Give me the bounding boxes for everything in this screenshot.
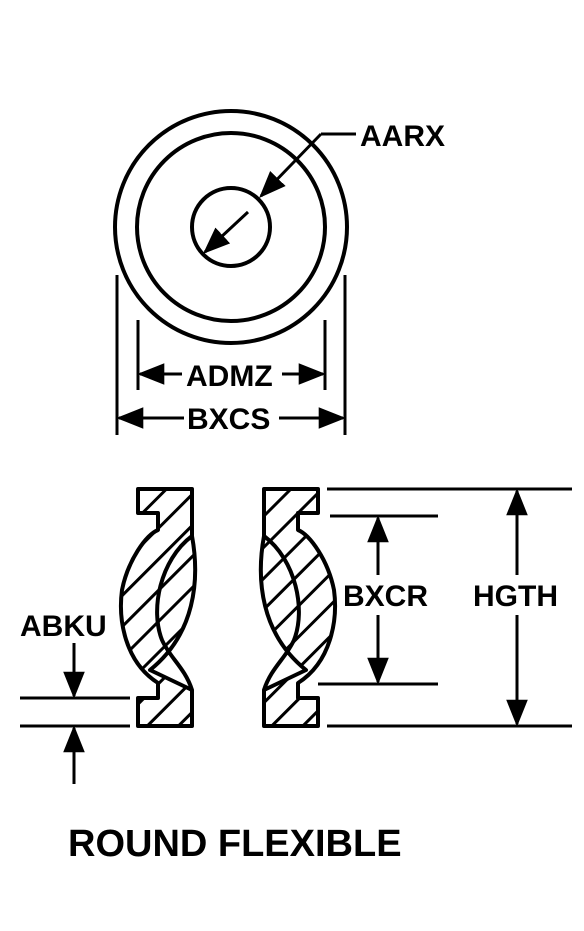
label-abku: ABKU bbox=[20, 610, 107, 643]
label-bxcs: BXCS bbox=[187, 403, 270, 436]
center-hole bbox=[190, 186, 272, 268]
middle-ring bbox=[135, 131, 327, 323]
label-bxcr: BXCR bbox=[343, 580, 428, 613]
label-hgth: HGTH bbox=[473, 580, 558, 613]
section-view: BXCR HGTH ABKU bbox=[20, 487, 572, 784]
top-view: AARX ADMZ BXCS bbox=[113, 109, 445, 436]
inner-cavity bbox=[155, 534, 301, 691]
label-aarx: AARX bbox=[360, 120, 445, 153]
outer-ring bbox=[113, 109, 349, 345]
aarx-inner-arrow bbox=[203, 210, 250, 254]
caption: ROUND FLEXIBLE bbox=[68, 823, 402, 865]
aarx-leader-diag bbox=[259, 132, 323, 198]
label-admz: ADMZ bbox=[186, 360, 273, 393]
